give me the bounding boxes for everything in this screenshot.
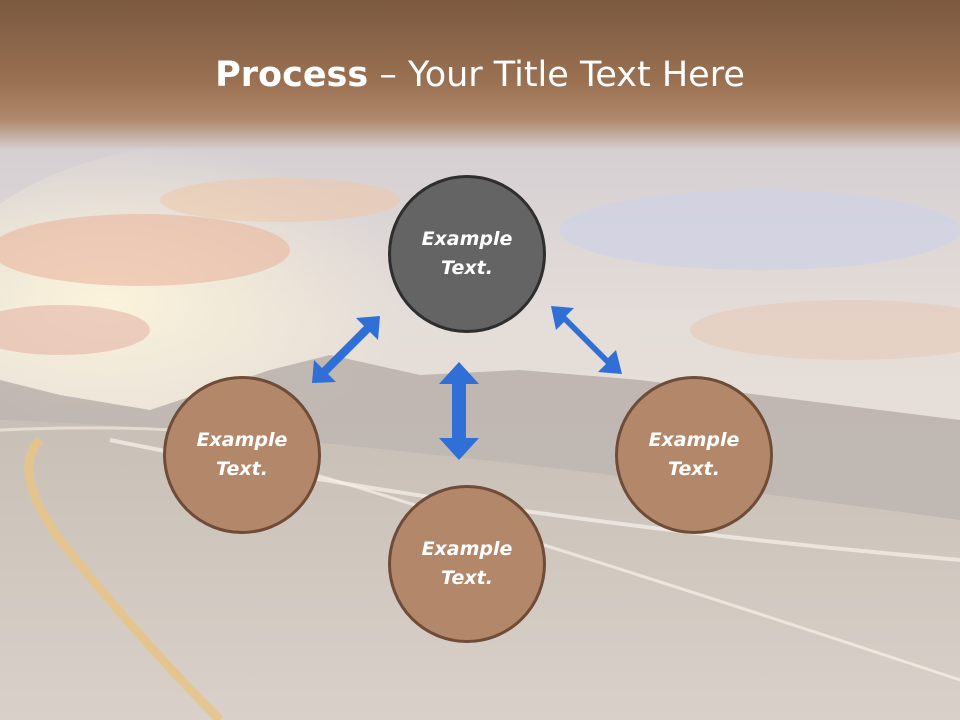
- title-bold: Process: [215, 55, 369, 95]
- title-rest: – Your Title Text Here: [368, 55, 745, 95]
- node-left-line1: Example: [196, 429, 288, 451]
- node-bottom-line2: Text.: [441, 567, 493, 589]
- node-left-line2: Text.: [216, 458, 268, 480]
- node-right-line2: Text.: [668, 458, 720, 480]
- title-band: [0, 0, 960, 150]
- node-top-line1: Example: [421, 228, 513, 250]
- slide-title: Process – Your Title Text Here: [0, 52, 960, 98]
- node-top-line2: Text.: [441, 257, 493, 279]
- node-bottom: Example Text.: [388, 485, 546, 643]
- node-left: Example Text.: [163, 376, 321, 534]
- node-right: Example Text.: [615, 376, 773, 534]
- double-arrow-icon-vertical: [439, 362, 479, 460]
- node-right-line1: Example: [648, 429, 740, 451]
- node-bottom-line1: Example: [421, 538, 513, 560]
- double-arrow-icon-right: [551, 306, 622, 374]
- double-arrow-icon-left: [312, 316, 380, 383]
- node-top: Example Text.: [388, 175, 546, 333]
